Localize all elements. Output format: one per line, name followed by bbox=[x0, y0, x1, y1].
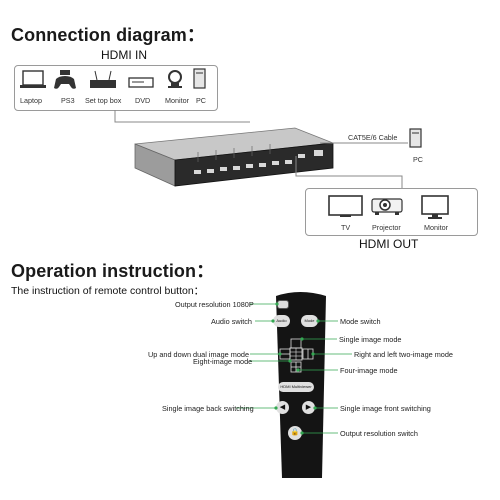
monitor-out-icon bbox=[421, 195, 449, 219]
callout-eight-image: Eight-image mode bbox=[193, 357, 253, 366]
cable-label: CAT5E/6 Cable bbox=[348, 133, 398, 142]
multiviewer-device-illustration bbox=[134, 127, 334, 187]
device-label-pc: PC bbox=[196, 96, 206, 105]
callout-four-image: Four-image mode bbox=[340, 366, 398, 375]
device-label-laptop: Laptop bbox=[20, 96, 42, 105]
single-front-button[interactable]: ▶ bbox=[302, 401, 315, 414]
hdmi-out-icons bbox=[328, 195, 449, 219]
hdmi-in-title: HDMI IN bbox=[101, 48, 147, 62]
pc-output-icon bbox=[409, 128, 422, 148]
callout-single-back: Single image back switching bbox=[162, 404, 254, 413]
remote-callout-lines bbox=[236, 302, 352, 435]
callout-up-down-dual: Up and down dual image mode bbox=[148, 350, 250, 359]
set-top-box-icon bbox=[90, 70, 116, 88]
laptop-icon bbox=[20, 70, 46, 88]
multiviewer-diagram bbox=[114, 110, 408, 188]
single-back-button[interactable]: ◀ bbox=[276, 401, 289, 414]
pc-tower-icon bbox=[193, 68, 206, 89]
output-resolution-switch-button[interactable]: 🔒 bbox=[288, 426, 302, 440]
tv-icon bbox=[328, 195, 363, 217]
callout-output-switch: Output resolution switch bbox=[340, 429, 418, 438]
device-label-dvd: DVD bbox=[135, 96, 151, 105]
device-label-projector: Projector bbox=[372, 223, 401, 232]
device-label-tv: TV bbox=[341, 223, 351, 232]
device-label-monitor: Monitor bbox=[165, 96, 189, 105]
remote-instruction-subtitle: The instruction of remote control button… bbox=[11, 285, 205, 297]
callout-output-1080p: Output resolution 1080P bbox=[175, 300, 254, 309]
callout-audio-switch: Audio switch bbox=[211, 317, 252, 326]
hdmi-in-icons bbox=[20, 68, 206, 89]
hdmi-out-title: HDMI OUT bbox=[359, 237, 419, 251]
gamepad-icon bbox=[54, 70, 76, 89]
lock-icon: 🔒 bbox=[290, 429, 300, 436]
monitor-icon bbox=[168, 70, 182, 88]
triangle-left-icon: ◀ bbox=[279, 404, 286, 411]
audio-button[interactable]: Audio bbox=[273, 315, 290, 327]
pc-output-label: PC bbox=[413, 155, 423, 164]
device-label-monitor-out: Monitor bbox=[424, 223, 448, 232]
projector-icon bbox=[371, 198, 403, 215]
dvd-icon bbox=[128, 77, 154, 88]
callout-right-left-two: Right and left two-image mode bbox=[354, 350, 453, 359]
device-label-ps3: PS3 bbox=[61, 96, 75, 105]
connection-heading: Connection diagram： bbox=[11, 25, 205, 45]
mode-button[interactable]: Mode bbox=[301, 315, 318, 327]
callout-single-image-mode: Single image mode bbox=[339, 335, 402, 344]
operation-heading: Operation instruction： bbox=[11, 261, 215, 281]
device-label-set-top-box: Set top box bbox=[85, 96, 122, 105]
callout-mode-switch: Mode switch bbox=[340, 317, 381, 326]
callout-single-front: Single image front switching bbox=[340, 404, 431, 413]
triangle-right-icon: ▶ bbox=[305, 404, 312, 411]
multiviewer-label-button: HDMI Multiviewer bbox=[278, 382, 314, 392]
